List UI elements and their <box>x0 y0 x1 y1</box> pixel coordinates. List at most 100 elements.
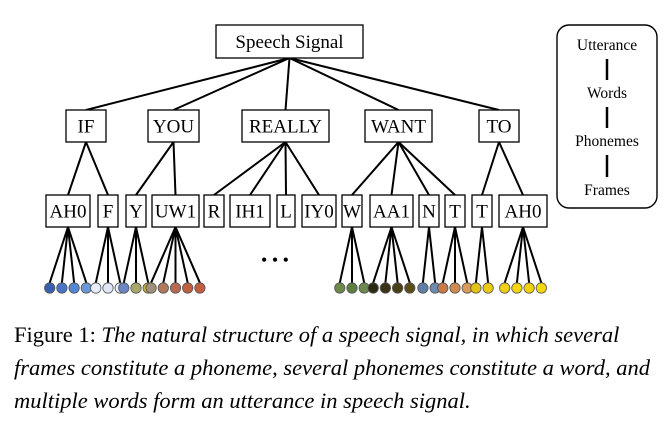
phoneme-node-r-label: R <box>208 202 221 223</box>
edge-phoneme-to-frame <box>481 226 490 283</box>
word-node-you: YOU <box>147 109 200 143</box>
phoneme-node-r-box <box>203 194 225 228</box>
frame-circle <box>482 282 494 294</box>
edge-word-to-phoneme <box>213 141 287 196</box>
edge-word-to-phoneme <box>284 141 287 196</box>
word-node-if: IF <box>65 109 107 143</box>
word-node-you-label: YOU <box>153 117 194 138</box>
word-node-if-box <box>65 109 107 143</box>
edge-word-to-phoneme <box>249 141 287 196</box>
frame-circle <box>523 282 535 294</box>
edge-word-to-phoneme <box>481 141 500 196</box>
phoneme-node-ah0: AH0 <box>45 194 91 228</box>
phoneme-node-uw1-label: UW1 <box>155 202 196 223</box>
edge-phoneme-to-frame <box>60 226 69 283</box>
phoneme-node-iy0-box <box>301 194 337 228</box>
word-node-to: TO <box>478 109 520 143</box>
edge-root-to-word <box>289 57 500 111</box>
phoneme-node-t: T <box>471 194 493 228</box>
phoneme-node-y: Y <box>125 194 147 228</box>
frame-circle <box>367 282 379 294</box>
legend-level-frames: Frames <box>584 182 630 199</box>
edge-phoneme-to-frame <box>390 226 399 283</box>
frame-circles <box>44 282 547 294</box>
legend-level-utterance: Utterance <box>577 37 637 54</box>
frame-circle <box>44 282 56 294</box>
frame-circle <box>334 282 346 294</box>
frame-circle <box>145 282 157 294</box>
ellipsis-mark: • • • <box>261 250 289 270</box>
phoneme-node-aa1-label: AA1 <box>373 202 410 223</box>
phoneme-node-iy0: IY0 <box>301 194 337 228</box>
caption-lead: Figure 1: <box>14 322 102 347</box>
phoneme-node-ih1: IH1 <box>229 194 271 228</box>
word-node-really-label: REALLY <box>249 117 322 138</box>
edge-phoneme-to-frame <box>474 226 483 283</box>
phoneme-node-f: F <box>97 194 119 228</box>
phoneme-node-uw1: UW1 <box>151 194 200 228</box>
word-node-want: WANT <box>364 109 433 143</box>
frame-circle <box>182 282 194 294</box>
root-node-speech-signal: Speech Signal <box>215 24 364 59</box>
phoneme-node-ih1-label: IH1 <box>235 202 265 223</box>
edge-word-to-phoneme <box>67 141 87 196</box>
word-node-to-box <box>478 109 520 143</box>
edge-phoneme-to-frame <box>338 226 353 284</box>
phoneme-node-t-box <box>471 194 493 228</box>
edge-phoneme-to-frame <box>135 226 150 284</box>
legend-level-phonemes: Phonemes <box>575 133 639 150</box>
phoneme-node-f-box <box>97 194 119 228</box>
edge-phoneme-to-frame <box>107 226 122 284</box>
phoneme-node-l-label: L <box>280 202 292 223</box>
edge-phoneme-to-frame <box>428 226 437 283</box>
edge-word-to-phoneme <box>135 141 175 196</box>
tree-edges <box>48 57 543 284</box>
figure-caption: Figure 1: The natural structure of a spe… <box>14 318 660 417</box>
edge-word-to-phoneme <box>498 141 524 196</box>
edge-word-to-phoneme <box>351 141 400 196</box>
edge-phoneme-to-frame <box>515 226 524 283</box>
root-node-speech-signal-box <box>215 24 364 59</box>
edge-root-to-word <box>289 57 399 111</box>
edge-phoneme-to-frame <box>384 226 393 283</box>
frame-circle <box>535 282 547 294</box>
phoneme-node-aa1: AA1 <box>369 194 414 228</box>
word-node-really-box <box>241 109 330 143</box>
word-node-to-label: TO <box>487 117 512 138</box>
edge-phoneme-to-frame <box>372 226 393 284</box>
frame-circle <box>470 282 482 294</box>
phoneme-node-t-label: T <box>449 202 461 223</box>
phoneme-node-ah0-box <box>498 194 548 228</box>
root-node-speech-signal-label: Speech Signal <box>235 32 343 53</box>
frame-circle <box>90 282 102 294</box>
legend-level-words: Words <box>587 85 627 102</box>
frame-circle <box>56 282 68 294</box>
edge-word-to-phoneme <box>397 141 456 196</box>
edge-phoneme-to-frame <box>67 226 88 284</box>
phoneme-node-y-label: Y <box>129 202 143 223</box>
edge-word-to-phoneme <box>85 141 109 196</box>
frame-circle <box>511 282 523 294</box>
edge-phoneme-to-frame <box>122 226 137 284</box>
phoneme-node-n: N <box>418 194 440 228</box>
edge-phoneme-to-frame <box>174 226 189 284</box>
edge-phoneme-to-frame <box>522 226 543 284</box>
frame-circle <box>130 282 142 294</box>
phoneme-node-ah0-label: AH0 <box>50 202 87 223</box>
phoneme-node-l-box <box>276 194 296 228</box>
phoneme-node-aa1-box <box>369 194 414 228</box>
phoneme-node-y-box <box>125 194 147 228</box>
edge-word-to-phoneme <box>172 141 177 196</box>
word-node-if-label: IF <box>78 117 95 138</box>
phoneme-node-uw1-box <box>151 194 200 228</box>
phoneme-node-n-label: N <box>422 202 436 223</box>
phoneme-node-t: T <box>444 194 466 228</box>
phoneme-node-ah0: AH0 <box>498 194 548 228</box>
edge-phoneme-to-frame <box>162 226 177 284</box>
edge-phoneme-to-frame <box>94 226 109 284</box>
frame-circle <box>417 282 429 294</box>
edge-phoneme-to-frame <box>48 226 69 284</box>
word-node-you-box <box>147 109 200 143</box>
